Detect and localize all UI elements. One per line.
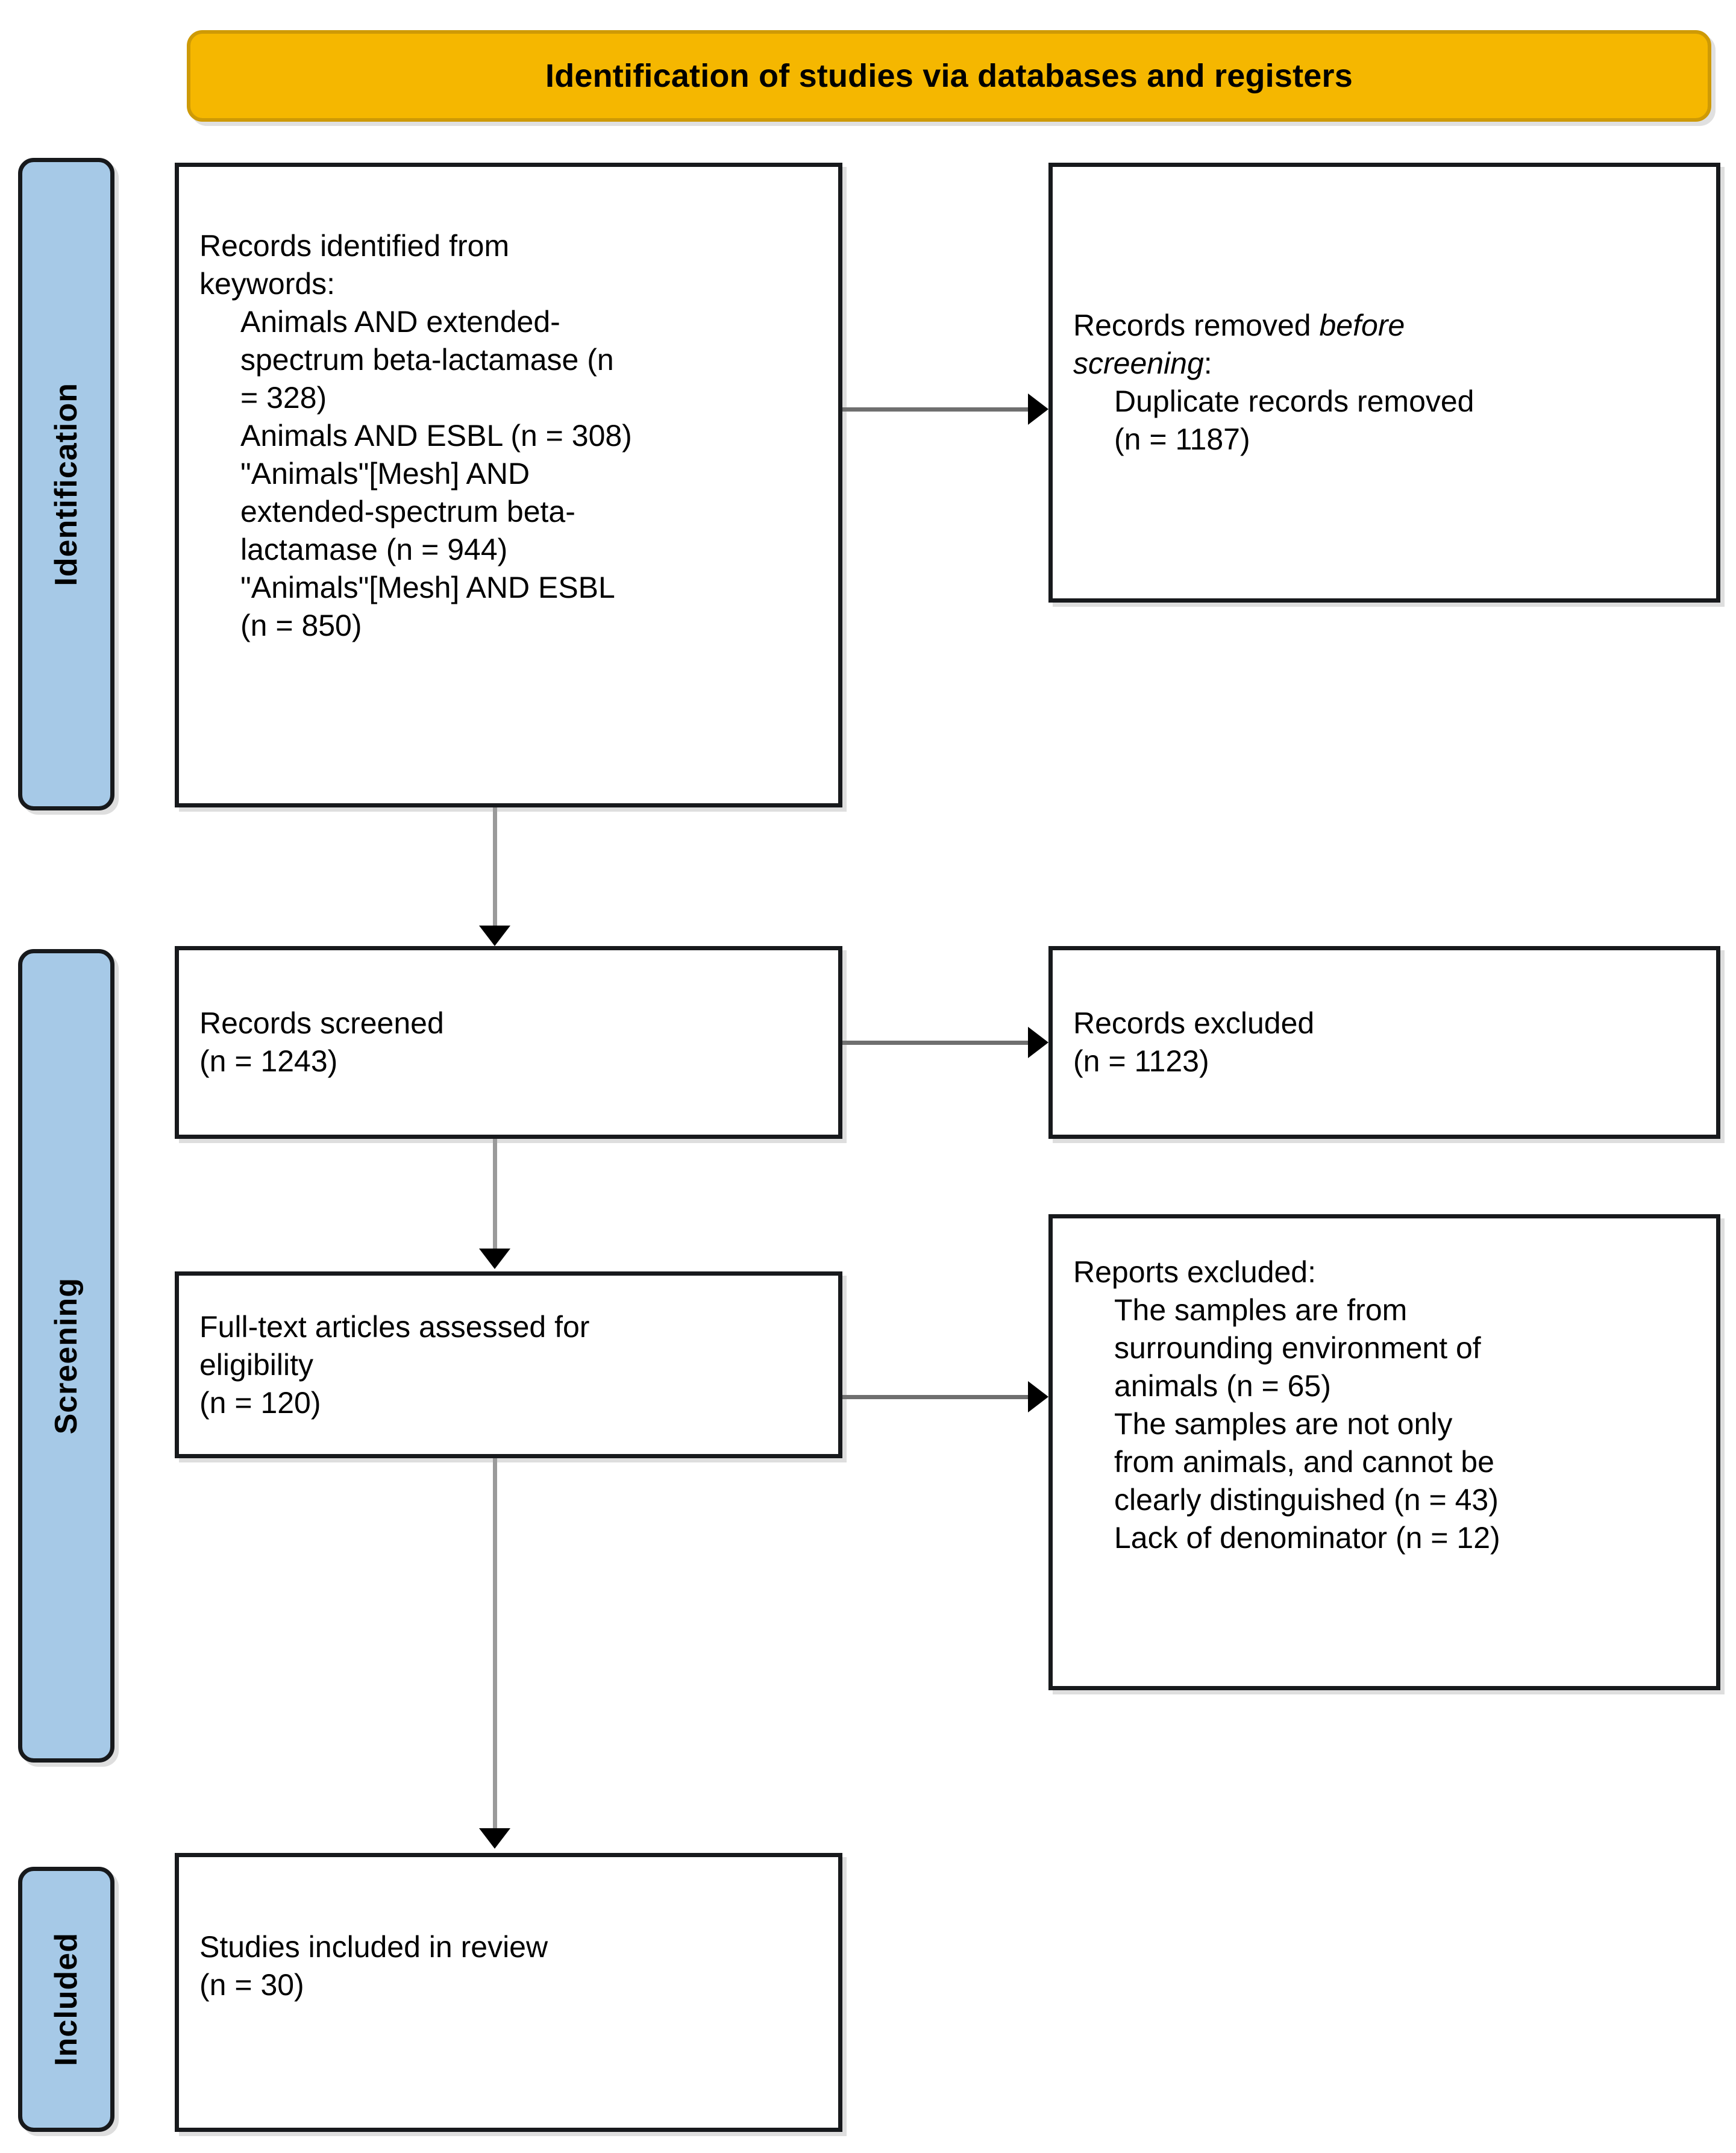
- box-fulltext-eligibility: Full-text articles assessed for eligibil…: [175, 1271, 842, 1458]
- records-identified-line: keywords:: [199, 267, 336, 301]
- stage-label-identification-text: Identification: [49, 382, 84, 586]
- reports-excluded-reason: from animals, and cannot be: [1114, 1445, 1494, 1479]
- records-screened-line: (n = 1243): [199, 1044, 338, 1078]
- box-records-identified: Records identified from keywords: Animal…: [175, 163, 842, 807]
- records-excluded-line: (n = 1123): [1073, 1044, 1209, 1078]
- box-records-screened: Records screened (n = 1243): [175, 946, 842, 1139]
- connector-eligibility-to-included: [493, 1458, 497, 1831]
- records-removed-line: Records removed before: [1073, 307, 1696, 345]
- box-records-excluded: Records excluded (n = 1123): [1048, 946, 1720, 1139]
- arrowhead-eligibility-to-reports-excluded: [1028, 1381, 1048, 1412]
- studies-included-line: (n = 30): [199, 1968, 304, 2002]
- arrowhead-identified-to-screened: [479, 926, 510, 946]
- records-identified-line: Animals AND ESBL (n = 308): [240, 419, 632, 453]
- fulltext-eligibility-line: Full-text articles assessed for: [199, 1309, 590, 1344]
- connector-screened-to-excluded: [842, 1041, 1030, 1045]
- records-identified-line: Animals AND extended-: [240, 305, 560, 339]
- records-identified-line: lactamase (n = 944): [240, 533, 508, 566]
- connector-identified-to-screened: [493, 807, 497, 928]
- identification-banner: Identification of studies via databases …: [187, 30, 1711, 122]
- records-identified-line: "Animals"[Mesh] AND: [240, 457, 530, 490]
- records-excluded-line: Records excluded: [1073, 1006, 1315, 1040]
- records-removed-text: Records removed: [1073, 309, 1320, 342]
- records-removed-emphasis: before: [1319, 309, 1405, 342]
- box-records-removed: Records removed before screening: Duplic…: [1048, 163, 1720, 603]
- box-studies-included: Studies included in review (n = 30): [175, 1853, 842, 2132]
- records-removed-emphasis: screening: [1073, 346, 1204, 380]
- studies-included-line: Studies included in review: [199, 1930, 548, 1964]
- reports-excluded-reason: animals (n = 65): [1114, 1369, 1331, 1403]
- stage-label-screening: Screening: [18, 949, 114, 1763]
- banner-title: Identification of studies via databases …: [545, 58, 1353, 94]
- records-identified-line: Records identified from: [199, 229, 510, 263]
- stage-label-identification: Identification: [18, 158, 114, 810]
- fulltext-eligibility-line: (n = 120): [199, 1385, 321, 1420]
- arrowhead-screened-to-excluded: [1028, 1027, 1048, 1058]
- reports-excluded-heading: Reports excluded:: [1073, 1255, 1317, 1289]
- records-removed-line: (n = 1187): [1114, 422, 1250, 456]
- arrowhead-identified-to-removed: [1028, 393, 1048, 425]
- reports-excluded-reason: Lack of denominator (n = 12): [1114, 1521, 1500, 1555]
- arrowhead-eligibility-to-included: [479, 1828, 510, 1849]
- reports-excluded-reason: The samples are not only: [1114, 1407, 1453, 1441]
- records-identified-line: "Animals"[Mesh] AND ESBL: [240, 571, 615, 604]
- stage-label-screening-text: Screening: [49, 1277, 84, 1435]
- box-reports-excluded: Reports excluded: The samples are from s…: [1048, 1214, 1720, 1690]
- connector-screened-to-eligibility: [493, 1139, 497, 1251]
- records-identified-line: extended-spectrum beta-: [240, 495, 575, 528]
- arrowhead-screened-to-eligibility: [479, 1249, 510, 1269]
- records-identified-line: spectrum beta-lactamase (n: [240, 343, 614, 377]
- records-removed-text: :: [1203, 346, 1212, 380]
- records-identified-line: (n = 850): [240, 609, 362, 642]
- records-removed-line: Duplicate records removed: [1114, 384, 1474, 418]
- reports-excluded-reason: The samples are from: [1114, 1293, 1408, 1327]
- connector-identified-to-removed: [842, 407, 1030, 412]
- fulltext-eligibility-line: eligibility: [199, 1347, 313, 1382]
- records-removed-line: screening:: [1073, 345, 1696, 383]
- reports-excluded-reason: clearly distinguished (n = 43): [1114, 1483, 1499, 1517]
- records-screened-line: Records screened: [199, 1006, 444, 1040]
- stage-label-included-text: Included: [49, 1932, 84, 2066]
- reports-excluded-reason: surrounding environment of: [1114, 1331, 1481, 1365]
- connector-eligibility-to-reports-excluded: [842, 1395, 1030, 1399]
- stage-label-included: Included: [18, 1867, 114, 2132]
- records-identified-line: = 328): [240, 381, 327, 415]
